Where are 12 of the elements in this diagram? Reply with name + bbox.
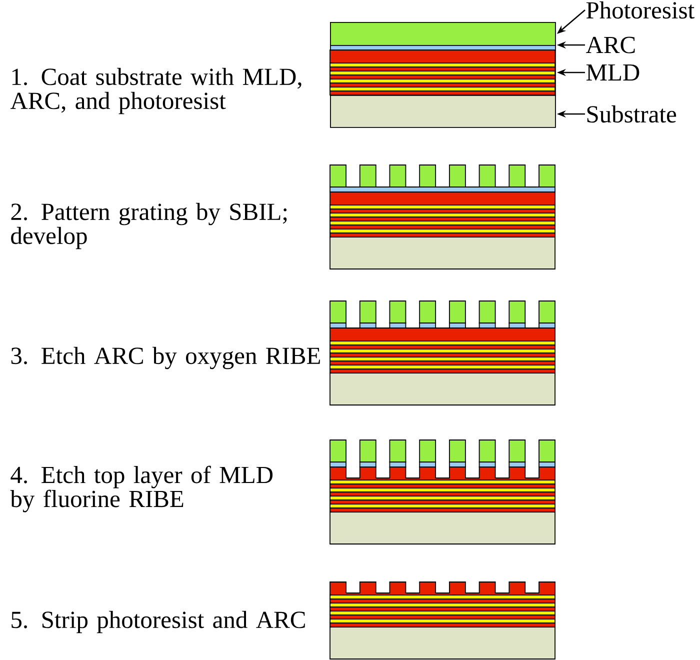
layer-label: Photoresist <box>586 1 694 19</box>
step-label: 2. Pattern grating by SBIL; develop <box>11 202 287 250</box>
step-label: 3. Etch ARC by oxygen RIBE <box>11 346 320 370</box>
step-label: 1. Coat substrate with MLD, ARC, and photoresist <box>10 68 302 114</box>
step-label: 4. Etch top layer of MLD by fluorine RIBE <box>10 466 273 512</box>
layer-label: ARC <box>586 36 635 54</box>
resist-layer <box>330 22 556 46</box>
step-label: 5. Strip photoresist and ARC <box>12 610 305 634</box>
layer-label: MLD <box>586 64 640 81</box>
substrate-layer <box>330 95 556 128</box>
multilayer-stack <box>330 50 556 96</box>
layer-label: Substrate <box>587 105 676 123</box>
